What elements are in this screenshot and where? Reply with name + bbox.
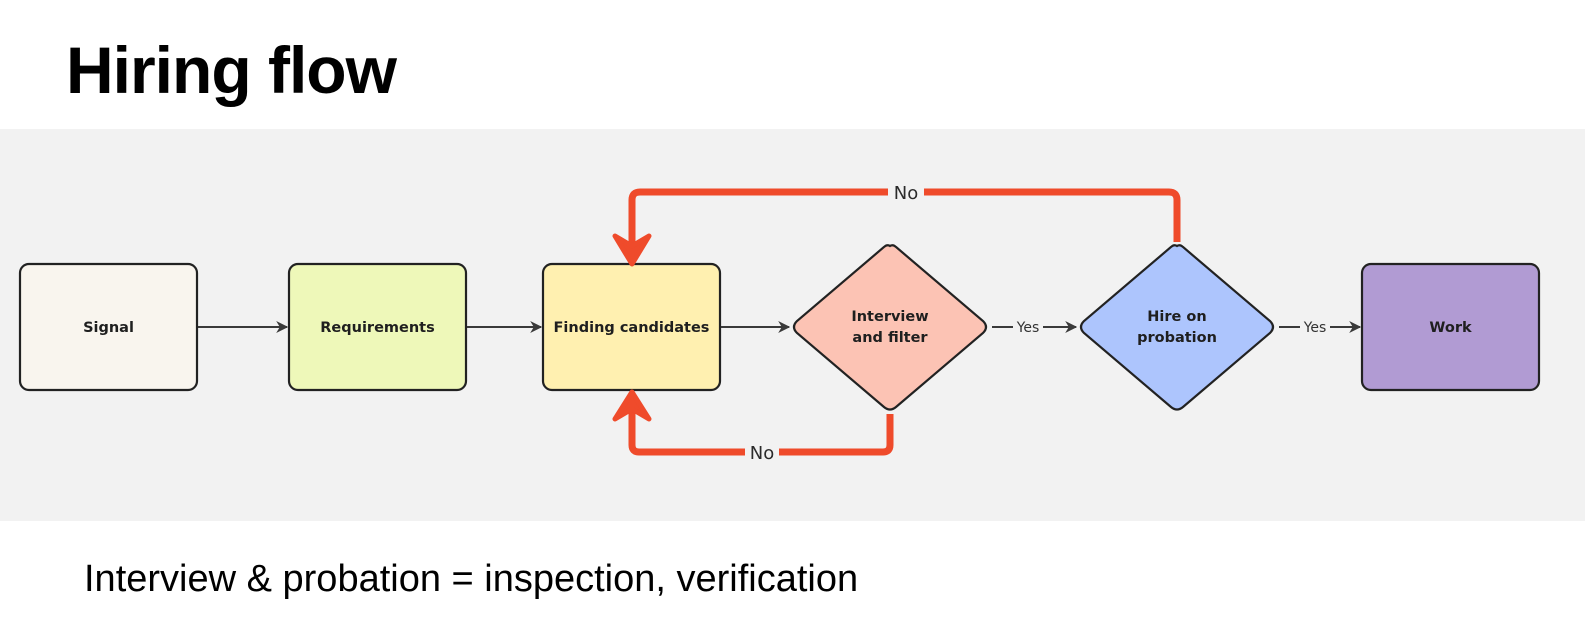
- edge-hire-work[interactable]: Yes: [1279, 320, 1362, 336]
- node-requirements[interactable]: Requirements: [287, 262, 468, 392]
- node-interview-label-line1: Interview: [851, 309, 928, 325]
- edge-interview-hire[interactable]: Yes: [992, 320, 1078, 336]
- node-finding-candidates[interactable]: Finding candidates: [541, 262, 722, 392]
- slide-caption: Interview & probation = inspection, veri…: [84, 558, 859, 600]
- node-interview-decision[interactable]: Interview and filter: [792, 244, 988, 411]
- loop-interview-to-finding[interactable]: No: [612, 389, 894, 464]
- node-signal-label: Signal: [83, 320, 134, 336]
- loop-bottom-arrowhead-icon: [612, 389, 652, 422]
- loop-bottom-label: No: [750, 443, 774, 464]
- node-hire-decision[interactable]: Hire on probation: [1079, 244, 1275, 411]
- node-work-label: Work: [1429, 320, 1472, 336]
- edge-hire-work-label: Yes: [1303, 320, 1327, 336]
- loop-top-arrowhead-icon: [612, 233, 652, 267]
- slide-title: Hiring flow: [66, 33, 397, 107]
- node-signal[interactable]: Signal: [18, 262, 199, 392]
- node-work[interactable]: Work: [1360, 262, 1541, 392]
- node-finding-candidates-label: Finding candidates: [554, 320, 710, 336]
- node-requirements-label: Requirements: [320, 320, 435, 336]
- loop-hire-to-finding[interactable]: No: [612, 183, 1181, 267]
- node-hire-label-line2: probation: [1137, 330, 1217, 346]
- node-interview-label-line2: and filter: [852, 330, 928, 346]
- node-hire-label-line1: Hire on: [1147, 309, 1206, 325]
- edge-interview-hire-label: Yes: [1016, 320, 1040, 336]
- loop-top-label: No: [894, 183, 918, 204]
